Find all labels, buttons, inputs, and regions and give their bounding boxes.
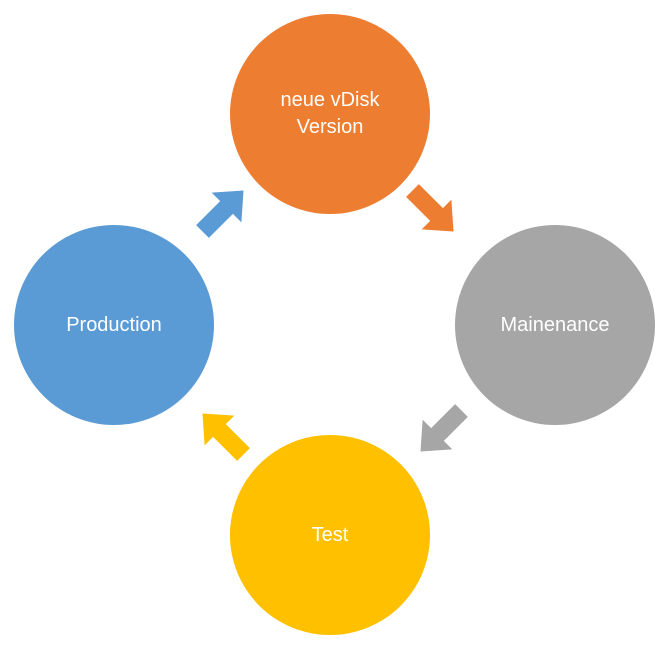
cycle-node-new-vdisk-version: neue vDisk Version: [230, 14, 430, 214]
cycle-node-production: Production: [14, 225, 214, 425]
block-arrow-icon: [202, 413, 250, 461]
cycle-arrow-new-vdisk-to-maintenance: [384, 162, 483, 261]
cycle-node-test: Test: [230, 435, 430, 635]
cycle-arrow-production-to-new-vdisk: [174, 162, 273, 261]
cycle-arrow-test-to-production: [174, 385, 273, 484]
node-label-production: Production: [66, 313, 162, 336]
node-label-test: Test: [311, 523, 349, 546]
cycle-node-maintenance: Mainenance: [455, 225, 655, 425]
block-arrow-icon: [406, 184, 454, 232]
block-arrow-icon: [196, 190, 244, 238]
block-arrow-icon: [420, 404, 468, 452]
node-label-new-vdisk-version: neue vDisk Version: [280, 89, 380, 138]
node-label-maintenance: Mainenance: [500, 313, 610, 336]
cycle-arrow-maintenance-to-test: [392, 382, 491, 481]
